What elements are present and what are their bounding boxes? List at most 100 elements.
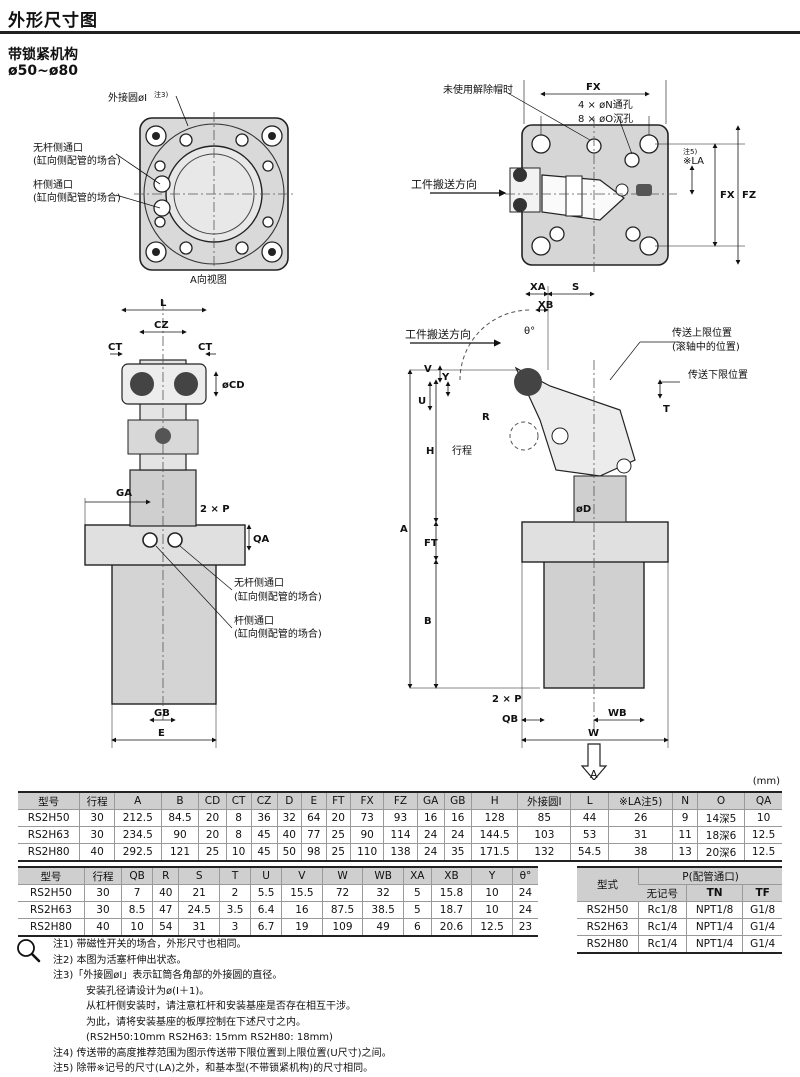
- table-cell: 50: [276, 843, 302, 861]
- note-line: 安装孔径请设计为ø(I＋1)。: [86, 985, 210, 997]
- table-cell: 73: [349, 809, 384, 827]
- table-cell: 31: [178, 918, 220, 936]
- lower-limit-label: 传送下限位置: [688, 368, 748, 381]
- table-cell: 10: [744, 809, 782, 827]
- head-port-sub: (缸向侧配管的场合): [33, 154, 121, 167]
- table-cell: 16: [443, 809, 472, 827]
- table-cell: G1/4: [742, 918, 782, 936]
- table-header-cell: XB: [430, 867, 472, 885]
- dim-xa: XA: [530, 282, 546, 293]
- table-cell: 110: [349, 843, 384, 861]
- o-holes-prefix: 8 × øO: [578, 114, 613, 125]
- table-cell: 47: [152, 901, 179, 919]
- dim-h: H: [426, 446, 434, 457]
- dim-qb: QB: [502, 714, 518, 725]
- header-rule: [0, 31, 800, 34]
- table-cell: 5.5: [250, 884, 282, 902]
- table-cell: 109: [321, 918, 363, 936]
- table-cell: NPT1/8: [685, 901, 743, 919]
- table-cell: 20: [198, 826, 227, 844]
- table-cell: RS2H50: [586, 904, 629, 916]
- n-holes-prefix: 4 × øN: [578, 100, 613, 111]
- note-line: 注5) 除带※记号的尺寸(LA)之外，和基本型(不带锁紧机构)的尺寸相同。: [53, 1063, 374, 1074]
- dim-ga: GA: [116, 488, 132, 499]
- table-cell: RS2H63: [27, 829, 70, 841]
- table-header-cell: FZ: [383, 792, 418, 810]
- dim-xb: XB: [538, 300, 553, 311]
- table-cell: 15.8: [430, 884, 472, 902]
- table-header-cell: V: [281, 867, 323, 885]
- port-table-sub-tf: TF: [742, 884, 782, 902]
- a-arrow-label: A: [590, 768, 598, 780]
- table-cell: 10: [225, 843, 252, 861]
- table-cell: NPT1/4: [685, 918, 743, 936]
- dim-b: B: [424, 616, 432, 627]
- table-cell: 20.6: [430, 918, 472, 936]
- table-cell: 44: [570, 809, 609, 827]
- head-port-label: 无杆侧通口: [33, 141, 83, 154]
- rod-port-sub: (缸向侧配管的场合): [33, 191, 121, 204]
- note-line: 注1) 带磁性开关的场合，外形尺寸也相同。: [53, 939, 247, 950]
- table-cell: Rc1/4: [638, 935, 687, 953]
- n-holes-label: 4 × øN通孔: [578, 99, 633, 111]
- table-cell: 6: [402, 918, 432, 936]
- dim-ct-right: CT: [198, 342, 212, 353]
- table-header-cell: 行程: [83, 867, 122, 885]
- dim-cz: CZ: [154, 320, 169, 331]
- table-cell: 171.5: [470, 843, 518, 861]
- table-cell: 103: [517, 826, 571, 844]
- table-header-cell: W: [321, 867, 363, 885]
- table-header-cell: E: [301, 792, 326, 810]
- table-cell: 72: [321, 884, 363, 902]
- table-cell: 40: [79, 843, 115, 861]
- upper-limit-label: 传送上限位置: [672, 326, 732, 339]
- dim-fz-side: FZ: [742, 190, 756, 201]
- table-cell: 54.5: [570, 843, 609, 861]
- table-cell: 32: [276, 809, 302, 827]
- port-table-sub-none: 无记号: [638, 884, 687, 902]
- magnifier-icon: [17, 939, 41, 963]
- table-cell: RS2H63: [586, 921, 629, 933]
- table-header-cell: FX: [349, 792, 384, 810]
- table-cell: 18.7: [430, 901, 472, 919]
- table-cell: 84.5: [160, 809, 199, 827]
- dim-y: Y: [441, 372, 450, 383]
- table-cell: 12.5: [744, 843, 782, 861]
- table-cell: 9: [672, 809, 698, 827]
- dim-fx-side: FX: [720, 190, 735, 201]
- table-cell: 10: [471, 901, 513, 919]
- rod-port-lower-label: 杆侧通口: [234, 614, 274, 627]
- table-header-cell: CD: [198, 792, 227, 810]
- dim-fx-top: FX: [586, 82, 601, 93]
- table-cell: Rc1/4: [638, 918, 687, 936]
- bore-range: ø50~ø80: [8, 63, 78, 79]
- unit-label: (mm): [752, 776, 780, 787]
- dim-d: øD: [576, 504, 591, 515]
- feed-direction-top: 工件搬送方向: [411, 177, 477, 191]
- table-cell: 25: [325, 843, 351, 861]
- table-cell: 24.5: [178, 901, 220, 919]
- head-port-lower-sub: (缸向侧配管的场合): [234, 590, 322, 603]
- table-header-cell: XA: [402, 867, 432, 885]
- table-cell: 36: [250, 809, 278, 827]
- head-port-lower-label: 无杆侧通口: [234, 576, 284, 589]
- table-cell: 11: [672, 826, 698, 844]
- table-cell: 24: [416, 826, 445, 844]
- table-header-cell: 外接圆I: [517, 792, 571, 810]
- table-header-cell: A: [113, 792, 162, 810]
- port-table-sub-tn: TN: [685, 884, 743, 902]
- table-header-cell: 型号: [18, 867, 85, 885]
- o-holes-label: 8 × øO沉孔: [578, 112, 633, 125]
- dim-w: W: [588, 728, 599, 739]
- table-cell: 49: [362, 918, 404, 936]
- table-cell: 5: [402, 901, 432, 919]
- table-cell: 31: [608, 826, 673, 844]
- table-header-cell: FT: [325, 792, 351, 810]
- table-cell: 5: [402, 884, 432, 902]
- table-cell: RS2H50: [27, 812, 70, 824]
- table-cell: 7: [121, 884, 153, 902]
